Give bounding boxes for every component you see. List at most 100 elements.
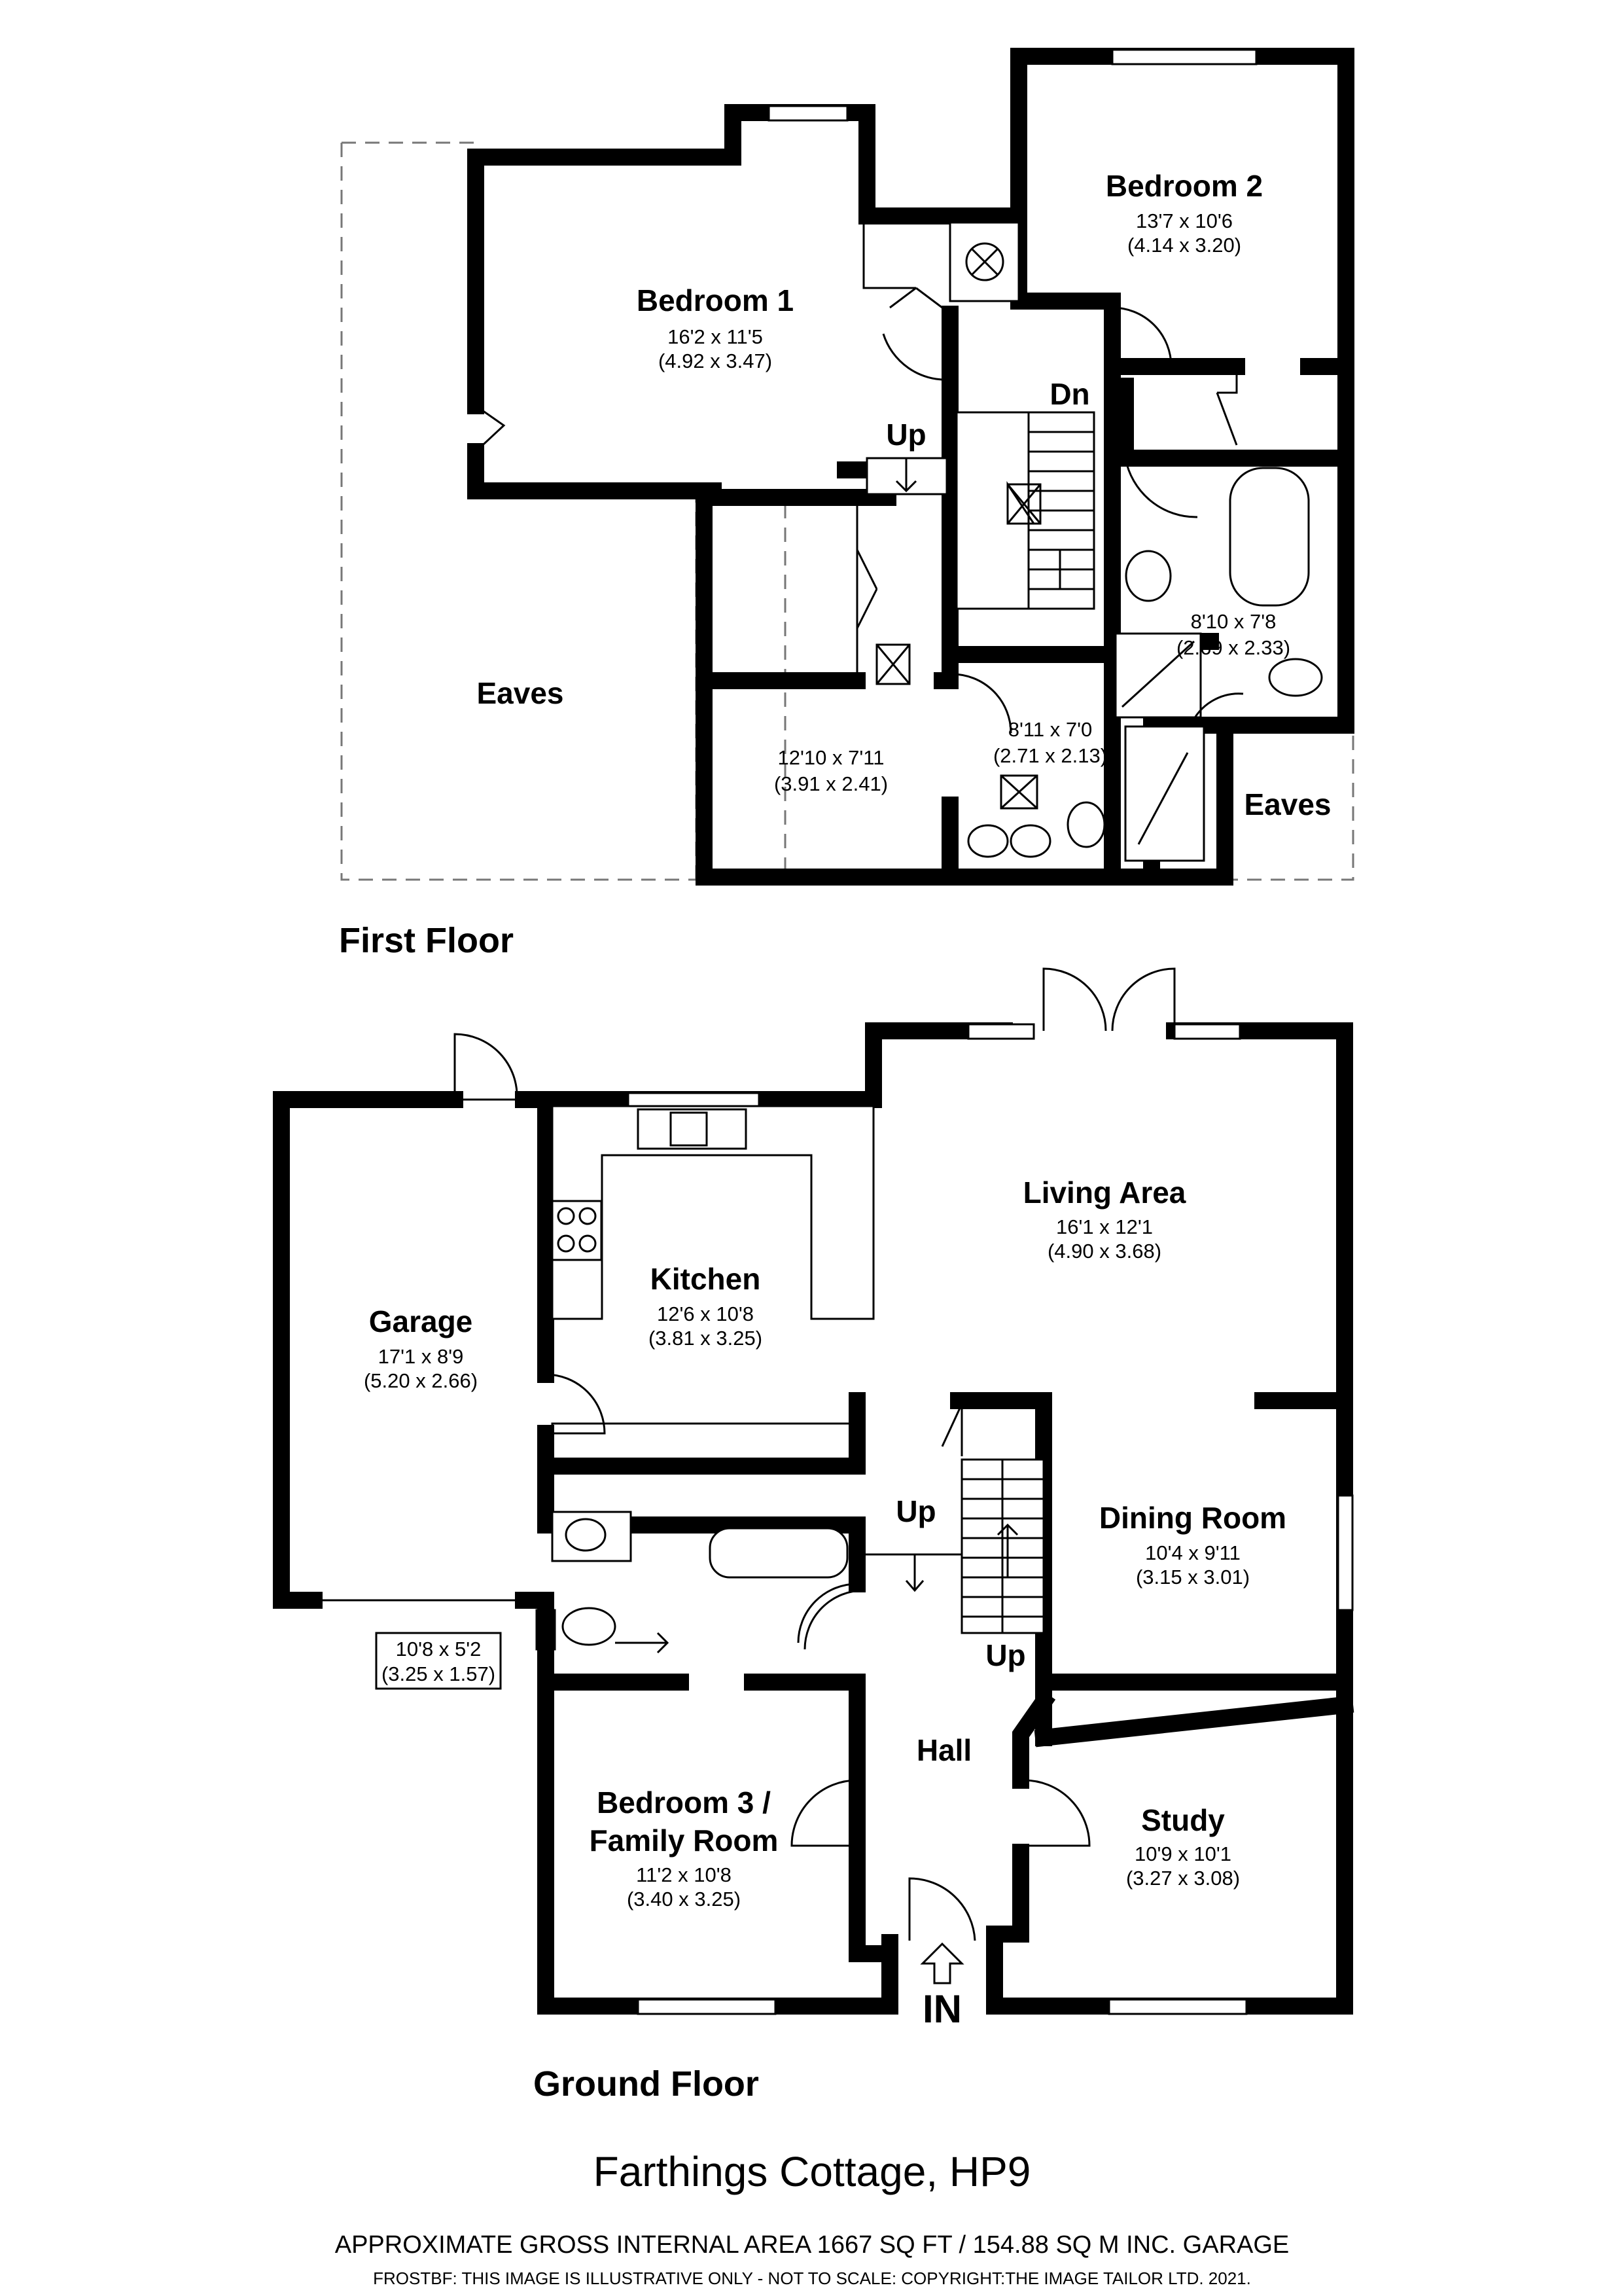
understairs-door [941,1403,963,1456]
rooflight-shower [1000,774,1038,810]
garage-imperial: 17'1 x 8'9 [378,1345,464,1368]
bedroom3-imperial: 11'2 x 10'8 [636,1863,732,1886]
ground-stair-arrow [997,1523,1019,1577]
door-arc-shower [951,673,1012,734]
ground-stair-treads [962,1460,1044,1633]
bedroom1-name: Bedroom 1 [637,283,794,317]
window-bed3 [637,1998,777,2015]
door-arc-bath2 [1190,692,1244,726]
bedroom3-name-line2: Family Room [590,1823,779,1857]
hob [551,1200,603,1261]
kitchen-name: Kitchen [650,1262,761,1296]
first-floor-outer-wall [467,48,1354,886]
bath-ground-window [535,1609,556,1651]
hob-ring-1 [557,1207,575,1225]
bathroom-ground-metric: (3.25 x 1.57) [381,1662,495,1685]
wc-shower [1067,801,1106,848]
door-arc-bed1 [882,333,950,381]
garage-name: Garage [369,1304,473,1338]
rooflight-stair-cross [1006,484,1042,524]
stair-up-label: Up [886,418,926,452]
boxroom-metric: (3.91 x 2.41) [774,772,888,795]
bathroom-first-imperial: 8'10 x 7'8 [1191,610,1277,633]
first-floor-labels: Bedroom 1 16'2 x 11'5 (4.92 x 3.47) Bedr… [339,169,1332,960]
door-arc-bed3 [790,1779,858,1847]
ground-stair-up2-label: Up [985,1638,1025,1672]
first-floor-interior-walls [705,207,1354,886]
eaves-left-outline [340,141,697,881]
wardrobe-bed1 [862,124,943,309]
kitchen-imperial: 12'6 x 10'8 [657,1302,754,1325]
bedroom2-metric: (4.14 x 3.20) [1127,234,1241,257]
landing-arrow [864,1553,962,1592]
first-floor-label: First Floor [339,921,514,960]
rooflight-stair [1006,483,1042,525]
shower-room-imperial: 8'11 x 7'0 [1008,718,1092,741]
study-imperial: 10'9 x 10'1 [1135,1842,1231,1865]
shower-cubicle-line [1137,752,1189,845]
boxroom-imperial: 12'10 x 7'11 [778,746,885,769]
bed1-step-arrow [895,458,917,493]
eaves-right-label: Eaves [1244,787,1331,821]
window-dining [1337,1494,1354,1611]
living-imperial: 16'1 x 12'1 [1056,1215,1153,1238]
bath [1229,467,1310,607]
door-bed1-left [474,404,506,453]
bathroom-first-metric: (2.69 x 2.33) [1176,636,1290,659]
kitchen-sink-bowl [669,1111,708,1147]
hall-name: Hall [917,1733,972,1767]
bedroom1-imperial: 16'2 x 11'5 [667,325,763,348]
eaves-right-outline [1224,723,1354,881]
ground-floor-labels: Garage 17'1 x 8'9 (5.20 x 2.66) Kitchen … [364,1175,1286,2104]
ground-floor-label: Ground Floor [533,2064,759,2104]
window-study [1108,1998,1248,2015]
window-living-right [1173,1023,1241,1040]
bedroom3-metric: (3.40 x 3.25) [627,1888,741,1910]
basin-ground [565,1518,607,1552]
first-floor-plan [340,48,1354,886]
shower-room-metric: (2.71 x 2.13) [993,744,1107,767]
study-name: Study [1141,1803,1225,1837]
door-arc-kitchen-garage [545,1373,606,1435]
stair-dn-label: Dn [1050,377,1089,411]
front-door-arc [908,1877,976,1941]
basin-first [1125,550,1172,602]
shower-tray-first-line [1121,640,1195,708]
kitchen-sink [637,1108,747,1150]
rooflight-shower-cross [1000,774,1038,810]
gross-area-text: APPROXIMATE GROSS INTERNAL AREA 1667 SQ … [335,2231,1290,2259]
property-title: Farthings Cottage, HP9 [593,2148,1031,2195]
window-bed2 [1111,48,1258,65]
hob-ring-4 [578,1234,597,1253]
cupboard-bed2 [1216,367,1238,446]
dining-imperial: 10'4 x 9'11 [1145,1541,1241,1564]
dining-name: Dining Room [1099,1501,1286,1535]
ground-stair-up1-label: Up [896,1494,936,1528]
wc-first [1268,658,1323,697]
tank-cross [970,247,999,276]
living-name: Living Area [1023,1175,1186,1210]
bedroom2-name: Bedroom 2 [1106,169,1263,203]
eaves-left-label: Eaves [476,676,563,710]
window-bed1 [768,105,849,122]
basin-right [1010,824,1051,858]
french-doors-living [1042,967,1176,1031]
window-living-left [967,1023,1035,1040]
study-metric: (3.27 x 3.08) [1126,1867,1240,1890]
disclaimer-text: FROSTBF: THIS IMAGE IS ILLUSTRATIVE ONLY… [373,2269,1251,2288]
bedroom3-name-line1: Bedroom 3 / [597,1785,771,1820]
rooflight-boxroom [875,643,911,685]
hob-ring-3 [557,1234,575,1253]
boxroom-wardrobe [856,497,878,681]
bathroom-ground-imperial: 10'8 x 5'2 [396,1638,482,1660]
bath-ground-arrow [615,1632,669,1654]
door-arc-bed2 [1112,306,1173,367]
entrance-arrow-icon [920,1942,964,1984]
bedroom1-metric: (4.92 x 3.47) [658,350,772,372]
rooflight-boxroom-cross [875,644,911,685]
hob-ring-2 [578,1207,597,1225]
bath-ground-dim-box [375,1632,502,1690]
garage-metric: (5.20 x 2.66) [364,1369,478,1392]
ground-floor-plan [273,967,1354,2015]
